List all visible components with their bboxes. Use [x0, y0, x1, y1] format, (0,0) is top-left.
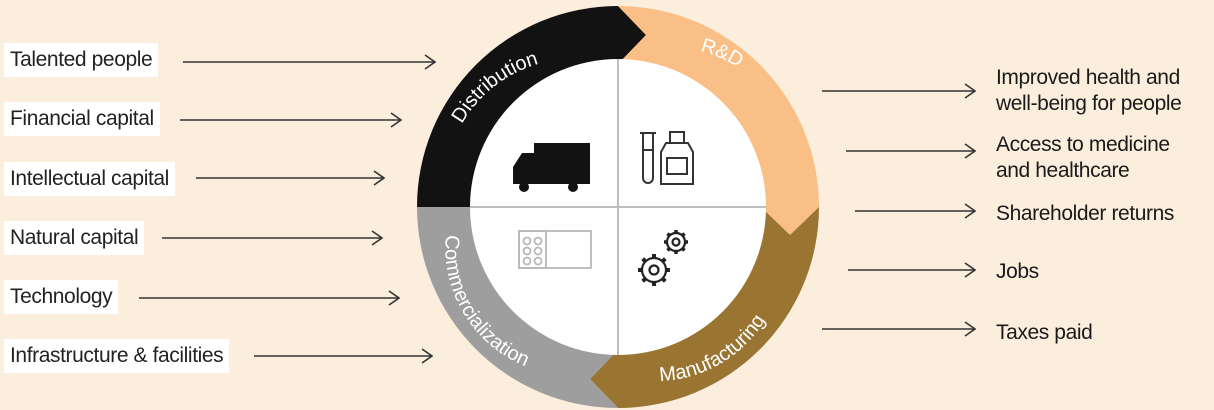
- cycle-center: [470, 59, 766, 355]
- segment-label-rnd: R&D: [699, 35, 748, 72]
- segment-rnd: [618, 6, 819, 235]
- input-intellectual-capital: Intellectual capital: [4, 162, 175, 196]
- arrow-financial-capital: [180, 112, 403, 128]
- segment-commercialization: [417, 207, 618, 408]
- quadrant-dividers: [470, 59, 766, 355]
- input-infrastructure-facilities: Infrastructure & facilities: [4, 339, 230, 373]
- output-taxes-paid: Taxes paid: [996, 321, 1093, 344]
- input-natural-capital: Natural capital: [4, 221, 145, 255]
- arrow-jobs: [848, 262, 977, 278]
- arrow-infrastructure-facilities: [254, 348, 434, 364]
- arrow-access-to-medicine: [846, 143, 977, 159]
- blister-pack-icon: [518, 230, 592, 269]
- arrow-shareholder-returns: [855, 203, 977, 219]
- output-shareholder-returns: Shareholder returns: [996, 202, 1175, 225]
- arrow-taxes-paid: [822, 321, 977, 337]
- cycle-ring: [417, 6, 819, 408]
- output-access-to-medicine-line1: Access to medicine: [996, 133, 1170, 156]
- input-financial-capital: Financial capital: [4, 102, 160, 136]
- output-access-to-medicine-line2: and healthcare: [996, 159, 1130, 182]
- segment-label-commercialization: Commercialization: [440, 235, 532, 371]
- segment-label-distribution: Distribution: [447, 48, 540, 127]
- output-improved-health-line1: Improved health and: [996, 66, 1180, 89]
- output-improved-health: Improved health and well-being for peopl…: [996, 65, 1182, 117]
- input-arrows: [139, 54, 437, 364]
- output-jobs: Jobs: [996, 260, 1039, 283]
- output-access-to-medicine: Access to medicine and healthcare: [996, 132, 1170, 184]
- arrow-improved-health: [822, 83, 977, 99]
- test-tube-vial-icon: [640, 131, 694, 185]
- output-improved-health-line2: well-being for people: [996, 92, 1182, 115]
- arrow-technology: [139, 290, 401, 306]
- segment-manufacturing: [590, 207, 819, 408]
- arrow-talented-people: [183, 54, 437, 70]
- output-arrows: [822, 83, 977, 337]
- gears-icon: [638, 230, 688, 286]
- truck-icon: [513, 143, 590, 192]
- input-technology: Technology: [4, 280, 119, 314]
- input-talented-people: Talented people: [4, 43, 159, 77]
- arrow-natural-capital: [162, 230, 384, 246]
- segment-distribution: [417, 6, 646, 207]
- arrow-intellectual-capital: [196, 170, 386, 186]
- segment-label-manufacturing: Manufacturing: [658, 310, 769, 386]
